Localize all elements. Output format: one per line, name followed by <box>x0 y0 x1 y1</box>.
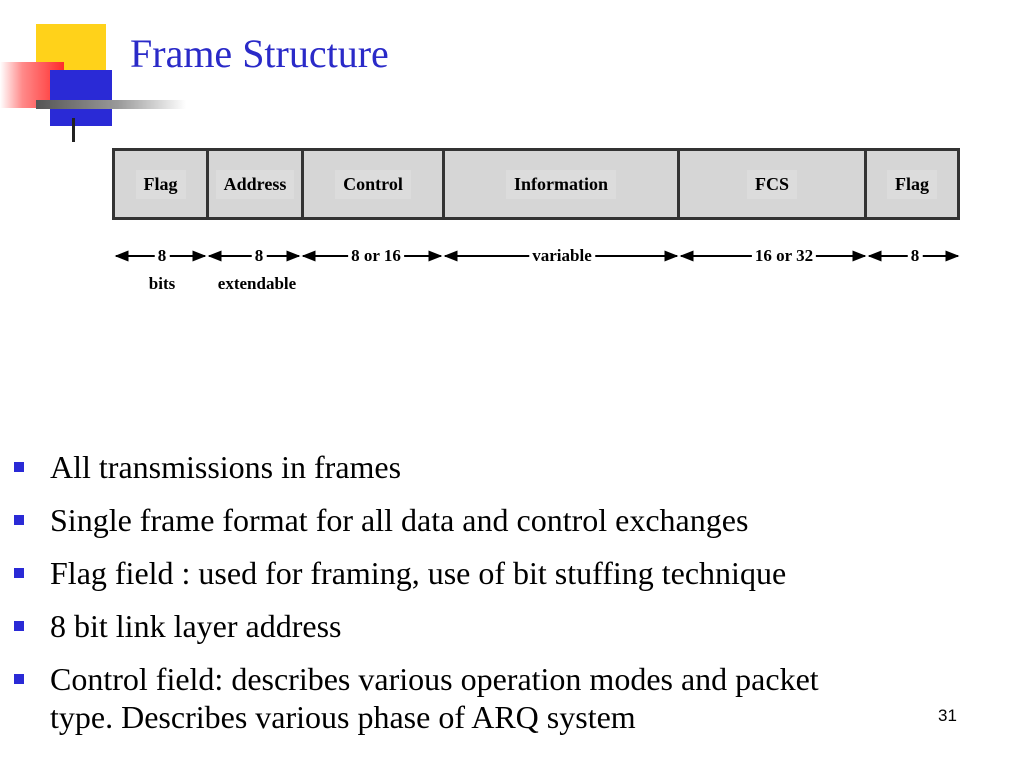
bullet-square-icon <box>14 674 24 684</box>
bullet-text: Control field: describes various operati… <box>50 661 819 735</box>
field-label: Address <box>215 169 295 199</box>
field-label: Control <box>335 169 411 199</box>
size-flag-end: 8 <box>907 246 923 266</box>
size-fcs: 16 or 32 <box>751 246 817 266</box>
corner-logo <box>0 0 190 145</box>
bullet-square-icon <box>14 515 24 525</box>
slide-title: Frame Structure <box>130 31 389 76</box>
bullet-text: Single frame format for all data and con… <box>50 502 749 538</box>
bullet-item: Single frame format for all data and con… <box>14 501 994 539</box>
sub-label-bits: bits <box>148 274 176 293</box>
bullet-text: All transmissions in frames <box>50 449 402 485</box>
bullet-list: All transmissions in frames Single frame… <box>14 448 994 751</box>
logo-bar <box>36 100 186 109</box>
field-flag-start: Flag <box>115 151 209 217</box>
size-address: 8 <box>251 246 267 266</box>
sub-label-extendable: extendable <box>217 274 297 293</box>
bullet-square-icon <box>14 621 24 631</box>
field-control: Control <box>304 151 445 217</box>
field-flag-end: Flag <box>867 151 957 217</box>
bullet-text: Flag field : used for framing, use of bi… <box>50 555 787 591</box>
field-size-arrows: 8 8 8 or 16 variable 16 or 32 8 bits ext… <box>112 240 962 300</box>
field-label: FCS <box>746 169 797 199</box>
field-label: Information <box>506 169 616 199</box>
field-fcs: FCS <box>680 151 867 217</box>
logo-blue-square <box>50 70 112 126</box>
field-label: Flag <box>135 169 186 199</box>
bullet-item: All transmissions in frames <box>14 448 994 486</box>
bullet-item: 8 bit link layer address <box>14 607 994 645</box>
size-information: variable <box>529 246 595 266</box>
bullet-item: Flag field : used for framing, use of bi… <box>14 554 994 592</box>
field-address: Address <box>209 151 304 217</box>
size-control: 8 or 16 <box>348 246 404 266</box>
size-flag-start: 8 <box>154 246 170 266</box>
field-information: Information <box>445 151 680 217</box>
bullet-square-icon <box>14 462 24 472</box>
frame-diagram: Flag Address Control Information FCS Fla… <box>112 148 960 220</box>
bullet-item: Control field: describes various operati… <box>14 660 994 736</box>
field-label: Flag <box>887 169 937 199</box>
page-number: 31 <box>938 706 957 725</box>
bullet-square-icon <box>14 568 24 578</box>
logo-tick <box>72 118 75 142</box>
bullet-text: 8 bit link layer address <box>50 608 342 644</box>
